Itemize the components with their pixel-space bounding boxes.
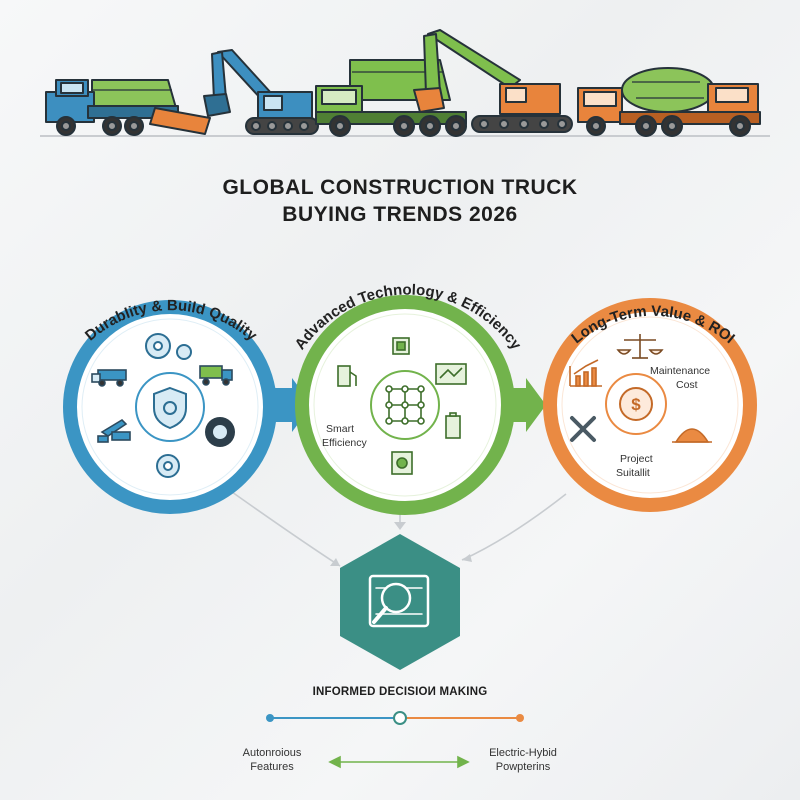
inner-text-suitability: Suitallit xyxy=(616,467,650,479)
decision-label: INFORMED DECISIOИ MAKING xyxy=(312,686,488,698)
excavator-icon xyxy=(97,418,131,443)
timeline xyxy=(266,711,524,769)
title-line-1: GLOBAL CONSTRUCTION TRUCK xyxy=(222,176,578,199)
gear-icon xyxy=(145,333,192,360)
excavator-blue xyxy=(203,49,319,135)
circle-value: Long-Term Value & ROI $ Maintenance Cost xyxy=(543,298,757,512)
circle-durability: Durablity & Build Quality xyxy=(63,297,277,514)
inner-text-cost: Cost xyxy=(676,379,698,391)
fuel-pump-icon xyxy=(337,365,357,387)
dump-truck-icon-2 xyxy=(199,365,233,386)
balance-scale-icon xyxy=(616,334,664,359)
excavator-green xyxy=(413,29,573,133)
timeline-dot-left xyxy=(266,714,274,722)
inner-text-smart: Smart xyxy=(326,423,354,435)
inner-text-project: Project xyxy=(620,453,653,465)
decision-hexagon xyxy=(340,534,460,670)
arrow-right-2 xyxy=(504,378,546,432)
trend-circles-diagram: Durablity & Build Quality xyxy=(63,282,757,567)
magnifier-blueprint-icon xyxy=(368,574,430,628)
connector-right xyxy=(461,493,567,561)
gear-icon-2 xyxy=(156,454,180,478)
svg-text:$: $ xyxy=(631,395,641,414)
bottom-right-label: Electric-Hybid Powpterins xyxy=(489,747,557,773)
growth-chart-icon xyxy=(569,359,602,387)
shield-icon xyxy=(153,386,187,430)
battery-icon xyxy=(445,412,461,439)
truck-row-illustration xyxy=(40,29,770,137)
timeline-dot-right xyxy=(516,714,524,722)
mixer-truck-orange xyxy=(619,67,761,137)
double-arrow-icon xyxy=(328,755,470,769)
dump-truck-green xyxy=(315,59,467,137)
connector-left xyxy=(231,491,341,567)
timeline-dot-center xyxy=(393,711,407,725)
chip-icon xyxy=(392,337,410,355)
dump-truck-icon xyxy=(91,369,127,387)
tire-icon xyxy=(205,417,235,447)
monitor-icon xyxy=(435,363,467,385)
hard-hat-icon xyxy=(672,428,712,443)
dollar-cycle-icon: $ xyxy=(619,387,653,421)
hybrid-icon xyxy=(391,451,413,475)
dump-truck-blue xyxy=(45,79,211,136)
network-grid-icon xyxy=(385,385,425,425)
inner-text-efficiency: Efficiency xyxy=(322,437,367,449)
bottom-left-label: Autonroious Features xyxy=(242,747,302,773)
title-line-2: BUYING TRENDS 2026 xyxy=(282,203,518,226)
circle-technology: Advanced Technology & Efficiency xyxy=(292,282,525,515)
inner-text-maintenance: Maintenance xyxy=(650,365,710,377)
excavator-orange xyxy=(577,87,623,136)
wrench-icon xyxy=(570,416,596,442)
